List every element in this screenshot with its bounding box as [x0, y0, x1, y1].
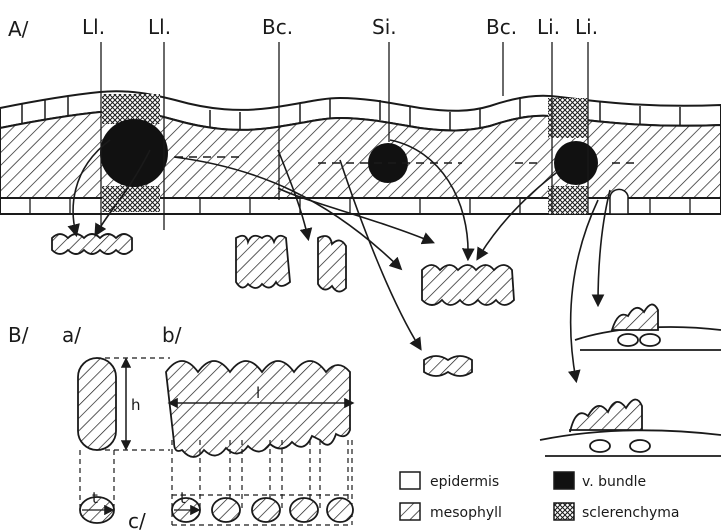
height-label: h — [131, 396, 141, 414]
sub-a-label: a/ — [62, 323, 81, 347]
legend-swatch-mesophyll — [400, 503, 420, 520]
thickness-label-c: t — [180, 489, 186, 507]
legend-label-mesophyll: mesophyll — [430, 505, 502, 521]
cell-lobed-face-view — [166, 361, 350, 457]
legend-swatch-epidermis — [400, 472, 420, 489]
cross-section-b2 — [212, 498, 240, 522]
cross-section-b4 — [290, 498, 318, 522]
cross-section-b3 — [252, 498, 280, 522]
stoma-detail-1 — [575, 304, 721, 350]
legend-label-vascular-bundle: v. bundle — [582, 474, 646, 490]
label-leaf-lower-left-2: Ll. — [148, 15, 171, 39]
panel-b-label: B/ — [8, 323, 29, 347]
label-bundle-cap-2: Bc. — [486, 15, 517, 39]
cross-section-b5 — [327, 498, 353, 522]
stoma-detail-2 — [540, 399, 721, 456]
label-leaf-lower-left-1: Ll. — [82, 15, 105, 39]
panel-a-label: A/ — [8, 17, 29, 41]
legend-label-sclerenchyma: sclerenchyma — [582, 505, 680, 521]
legend-swatch-sclerenchyma — [554, 503, 574, 520]
sclerenchyma-girder-lower — [102, 186, 160, 212]
label-si: Si. — [372, 15, 397, 39]
cell-cross-sections — [80, 497, 353, 523]
cell-shape-3 — [318, 236, 346, 292]
cell-shape-4 — [422, 265, 514, 305]
legend-label-epidermis: epidermis — [430, 474, 499, 490]
cell-shape-2 — [236, 236, 290, 288]
stoma — [610, 189, 628, 214]
length-label: l — [256, 384, 260, 402]
cell-shape-5 — [424, 356, 472, 376]
sclerenchyma-small-upper — [548, 98, 588, 138]
label-li-1: Li. — [537, 15, 560, 39]
vascular-bundle-small-2 — [554, 141, 598, 185]
label-li-2: Li. — [575, 15, 598, 39]
sub-c-label: c/ — [128, 509, 146, 532]
leaf-cross-section — [0, 91, 721, 214]
legend-swatch-vascular-bundle — [554, 472, 574, 489]
legend: epidermis v. bundle mesophyll sclerenchy… — [400, 472, 680, 521]
thickness-label-a: t — [92, 489, 98, 507]
sub-b-label: b/ — [162, 323, 182, 347]
cell-shape-1 — [52, 234, 132, 254]
cell-side-view — [78, 358, 116, 450]
label-bundle-cap-1: Bc. — [262, 15, 293, 39]
mesophyll-cell-shapes — [52, 234, 514, 376]
sclerenchyma-small-lower — [548, 186, 588, 214]
